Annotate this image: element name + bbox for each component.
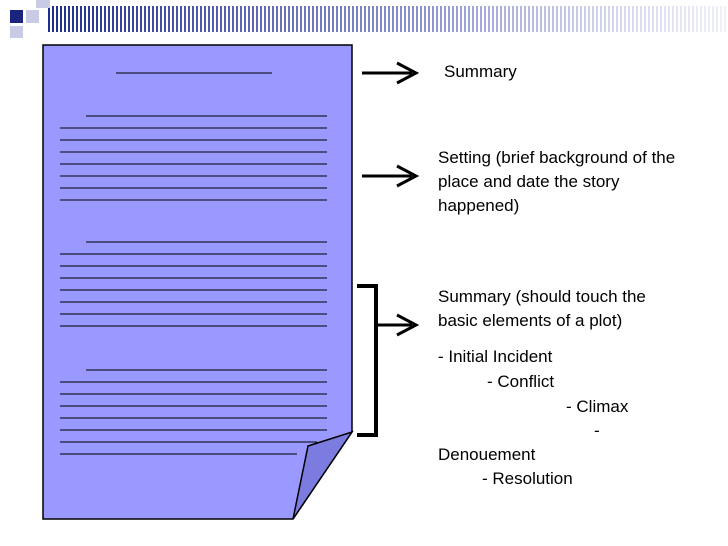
plot-element-denouement: Denouement	[438, 445, 536, 464]
header-square-light-3	[36, 0, 50, 8]
plot-summary-label-line-2: basic elements of a plot)	[438, 311, 623, 330]
header-square-light-1	[26, 10, 39, 23]
document-page-fold	[292, 430, 354, 520]
setting-label-line-2: place and date the story	[438, 172, 620, 191]
header-decoration	[10, 0, 728, 38]
plot-element-initial-incident: - Initial Incident	[438, 347, 553, 366]
header-stripes	[48, 6, 728, 32]
plot-element-climax: - Climax	[566, 397, 629, 416]
setting-label-line-1: Setting (brief background of the	[438, 148, 676, 167]
plot-summary-label-line-1: Summary (should touch the	[438, 287, 646, 306]
setting-label-line-3: happened)	[438, 196, 520, 215]
document-lines	[60, 72, 327, 455]
arrow-right-icon	[376, 313, 420, 337]
arrow-right-icon	[362, 61, 420, 85]
plot-element-denouement-dash: -	[594, 421, 600, 440]
plot-element-resolution: - Resolution	[482, 469, 573, 488]
arrow-right-icon	[362, 164, 420, 188]
plot-element-conflict: - Conflict	[487, 372, 555, 391]
summary-label: Summary	[444, 62, 517, 81]
header-square-light-2	[10, 26, 23, 38]
header-square-dark	[10, 10, 23, 23]
bracket-icon	[357, 284, 378, 437]
